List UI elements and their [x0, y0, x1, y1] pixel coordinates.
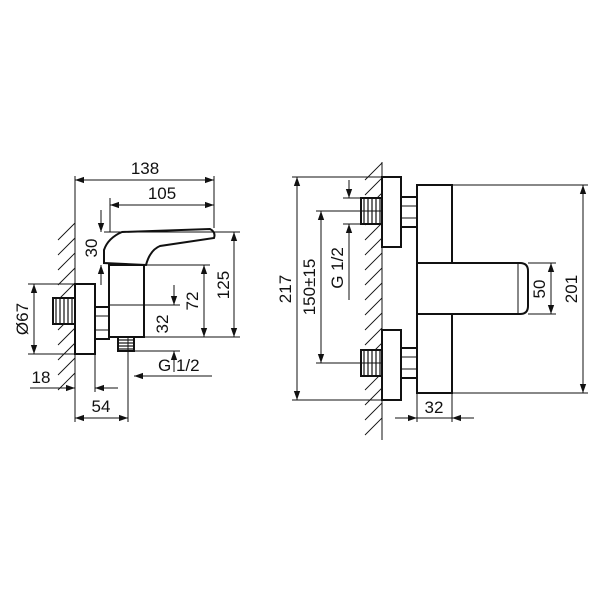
side-mixer-body — [108, 264, 145, 338]
dim-total-height: 217 — [276, 275, 295, 303]
front-spout — [416, 262, 529, 315]
front-upper-inlet — [360, 176, 418, 248]
front-lower-inlet — [360, 329, 418, 401]
dim-lever-height: 30 — [82, 239, 101, 258]
dim-body-height: 201 — [562, 275, 581, 303]
dim-wall-gap: 18 — [32, 368, 51, 387]
side-rosette — [74, 283, 96, 355]
dim-height: 125 — [214, 271, 233, 299]
dim-inlet-spacing: 150±15 — [300, 259, 319, 316]
side-nut — [94, 306, 110, 340]
dim-thread: G 1/2 — [158, 356, 200, 375]
dim-overall-width: 138 — [131, 159, 159, 178]
dim-offset: 72 — [183, 292, 202, 311]
side-outlet-thread — [117, 336, 135, 352]
side-view: 138 105 30 Ø67 72 125 32 G 1/2 18 54 — [13, 159, 240, 422]
dim-body-depth: 32 — [425, 398, 444, 417]
dim-lever-width: 105 — [148, 184, 176, 203]
dim-front-thread: G 1/2 — [328, 247, 347, 289]
dim-depth: 54 — [92, 397, 111, 416]
dim-outlet: 32 — [153, 315, 172, 334]
side-lever — [103, 227, 216, 267]
side-inlet-thread — [52, 297, 76, 325]
dim-spout-height: 50 — [530, 280, 549, 299]
front-view: 217 150±15 G 1/2 50 201 32 — [276, 162, 588, 440]
dim-diameter: Ø67 — [13, 303, 32, 335]
